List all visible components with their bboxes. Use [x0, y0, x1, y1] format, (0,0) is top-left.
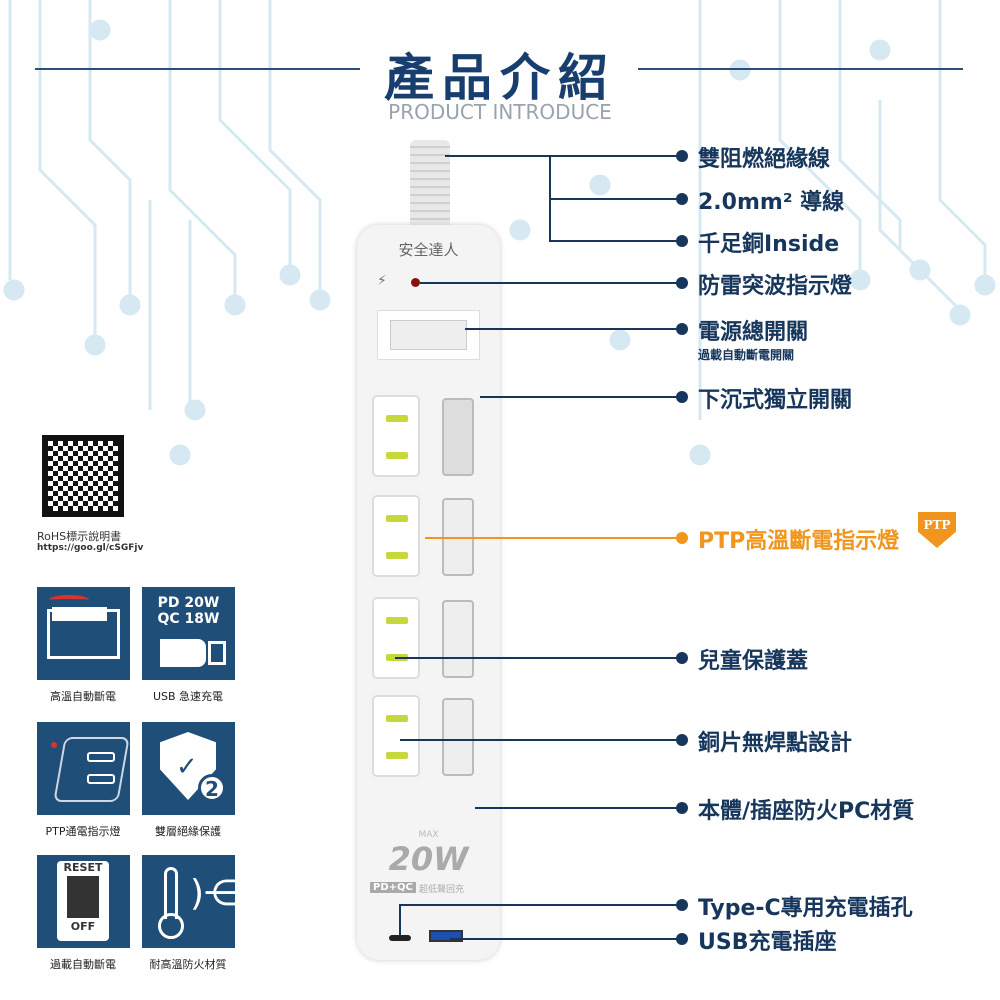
title-rule-right — [638, 68, 963, 70]
callout-dot — [676, 391, 688, 403]
feature-caption: 雙層絕緣保護 — [155, 825, 221, 838]
title-rule-left — [35, 68, 360, 70]
callout-dot — [676, 802, 688, 814]
outlet-4 — [372, 695, 420, 777]
callout-dot — [676, 933, 688, 945]
callout-line — [425, 537, 685, 539]
reset-switch-icon: RESET OFF — [37, 855, 130, 948]
callout-line — [465, 328, 685, 330]
outlet-panel-icon — [37, 722, 130, 815]
surge-indicator-light — [411, 278, 420, 287]
callout-line — [549, 240, 685, 242]
callout-line — [420, 282, 685, 284]
callout-label: 電源總開關 — [698, 320, 809, 345]
callout-line — [400, 739, 685, 741]
callout-line — [475, 807, 685, 809]
feature-caption: USB 急速充電 — [152, 690, 224, 703]
callout-label: 防雷突波指示燈 — [698, 274, 853, 299]
power-cord — [410, 140, 450, 230]
callout-dot — [676, 652, 688, 664]
rohs-url[interactable]: https://goo.gl/cSGFjv — [37, 543, 144, 553]
outlet-1 — [372, 395, 420, 477]
outlet-switch-1[interactable] — [442, 398, 474, 476]
shield-check-icon: ✓ 2 — [142, 722, 235, 815]
callout-label: PTP高溫斷電指示燈 — [698, 529, 900, 554]
usb-a-port[interactable] — [429, 930, 463, 942]
callout-dot — [676, 734, 688, 746]
pd-qc-badge: PD+QC — [370, 882, 416, 893]
feature-caption: 耐高溫防火材質 — [149, 958, 227, 971]
callout-dot — [676, 150, 688, 162]
spring-switch-icon — [37, 587, 130, 680]
feature-caption: 高溫自動斷電 — [50, 690, 116, 703]
rohs-title: RoHS標示說明書 — [37, 530, 122, 543]
callout-label: 千足銅Inside — [698, 232, 840, 257]
outlet-switch-4[interactable] — [442, 698, 474, 776]
callout-dot — [676, 235, 688, 247]
callout-line — [450, 938, 685, 940]
outlet-2 — [372, 495, 420, 577]
max-label: MAX — [418, 830, 439, 840]
callout-line — [480, 396, 685, 398]
callout-label: 下沉式獨立開關 — [698, 388, 853, 413]
callout-dot — [676, 193, 688, 205]
page-subtitle: PRODUCT INTRODUCE — [388, 100, 612, 124]
callout-line — [395, 657, 685, 659]
callout-sublabel: 過載自動斷電開關 — [698, 348, 795, 362]
qr-code[interactable] — [42, 435, 124, 517]
lightning-icon: ⚡ — [377, 273, 387, 289]
feature-caption: PTP通電指示燈 — [45, 825, 121, 838]
feature-caption: 過載自動斷電 — [50, 958, 116, 971]
callout-label: 兒童保護蓋 — [698, 649, 809, 674]
callout-dot — [676, 532, 688, 544]
callout-label: 銅片無焊點設計 — [698, 731, 853, 756]
callout-dot — [676, 899, 688, 911]
callout-label: 2.0mm² 導線 — [698, 190, 845, 215]
type-c-port[interactable] — [389, 935, 411, 941]
outlet-3 — [372, 597, 420, 679]
power-strip: 安全達人 ⚡ MAX 20W PD+QC 超低聲回充 — [357, 225, 500, 960]
brand-logo: 安全達人 — [398, 241, 459, 259]
callout-line — [549, 198, 685, 200]
callout-label: 本體/插座防火PC材質 — [698, 799, 915, 824]
callout-label: 雙阻燃絕緣線 — [698, 147, 831, 172]
outlet-switch-3[interactable] — [442, 600, 474, 678]
thermometer-icon: )⋲ — [142, 855, 240, 948]
callout-dot — [676, 323, 688, 335]
callout-line — [400, 904, 685, 906]
power-rating: 20W — [388, 840, 469, 878]
master-switch[interactable] — [377, 310, 480, 360]
callout-label: Type-C專用充電插孔 — [698, 896, 913, 921]
callout-line — [399, 904, 401, 936]
callout-dot — [676, 277, 688, 289]
callout-label: USB充電插座 — [698, 930, 837, 955]
badge-text: 超低聲回充 — [419, 885, 465, 895]
page-title: 產品介紹 — [384, 49, 616, 107]
callout-line — [445, 155, 685, 157]
